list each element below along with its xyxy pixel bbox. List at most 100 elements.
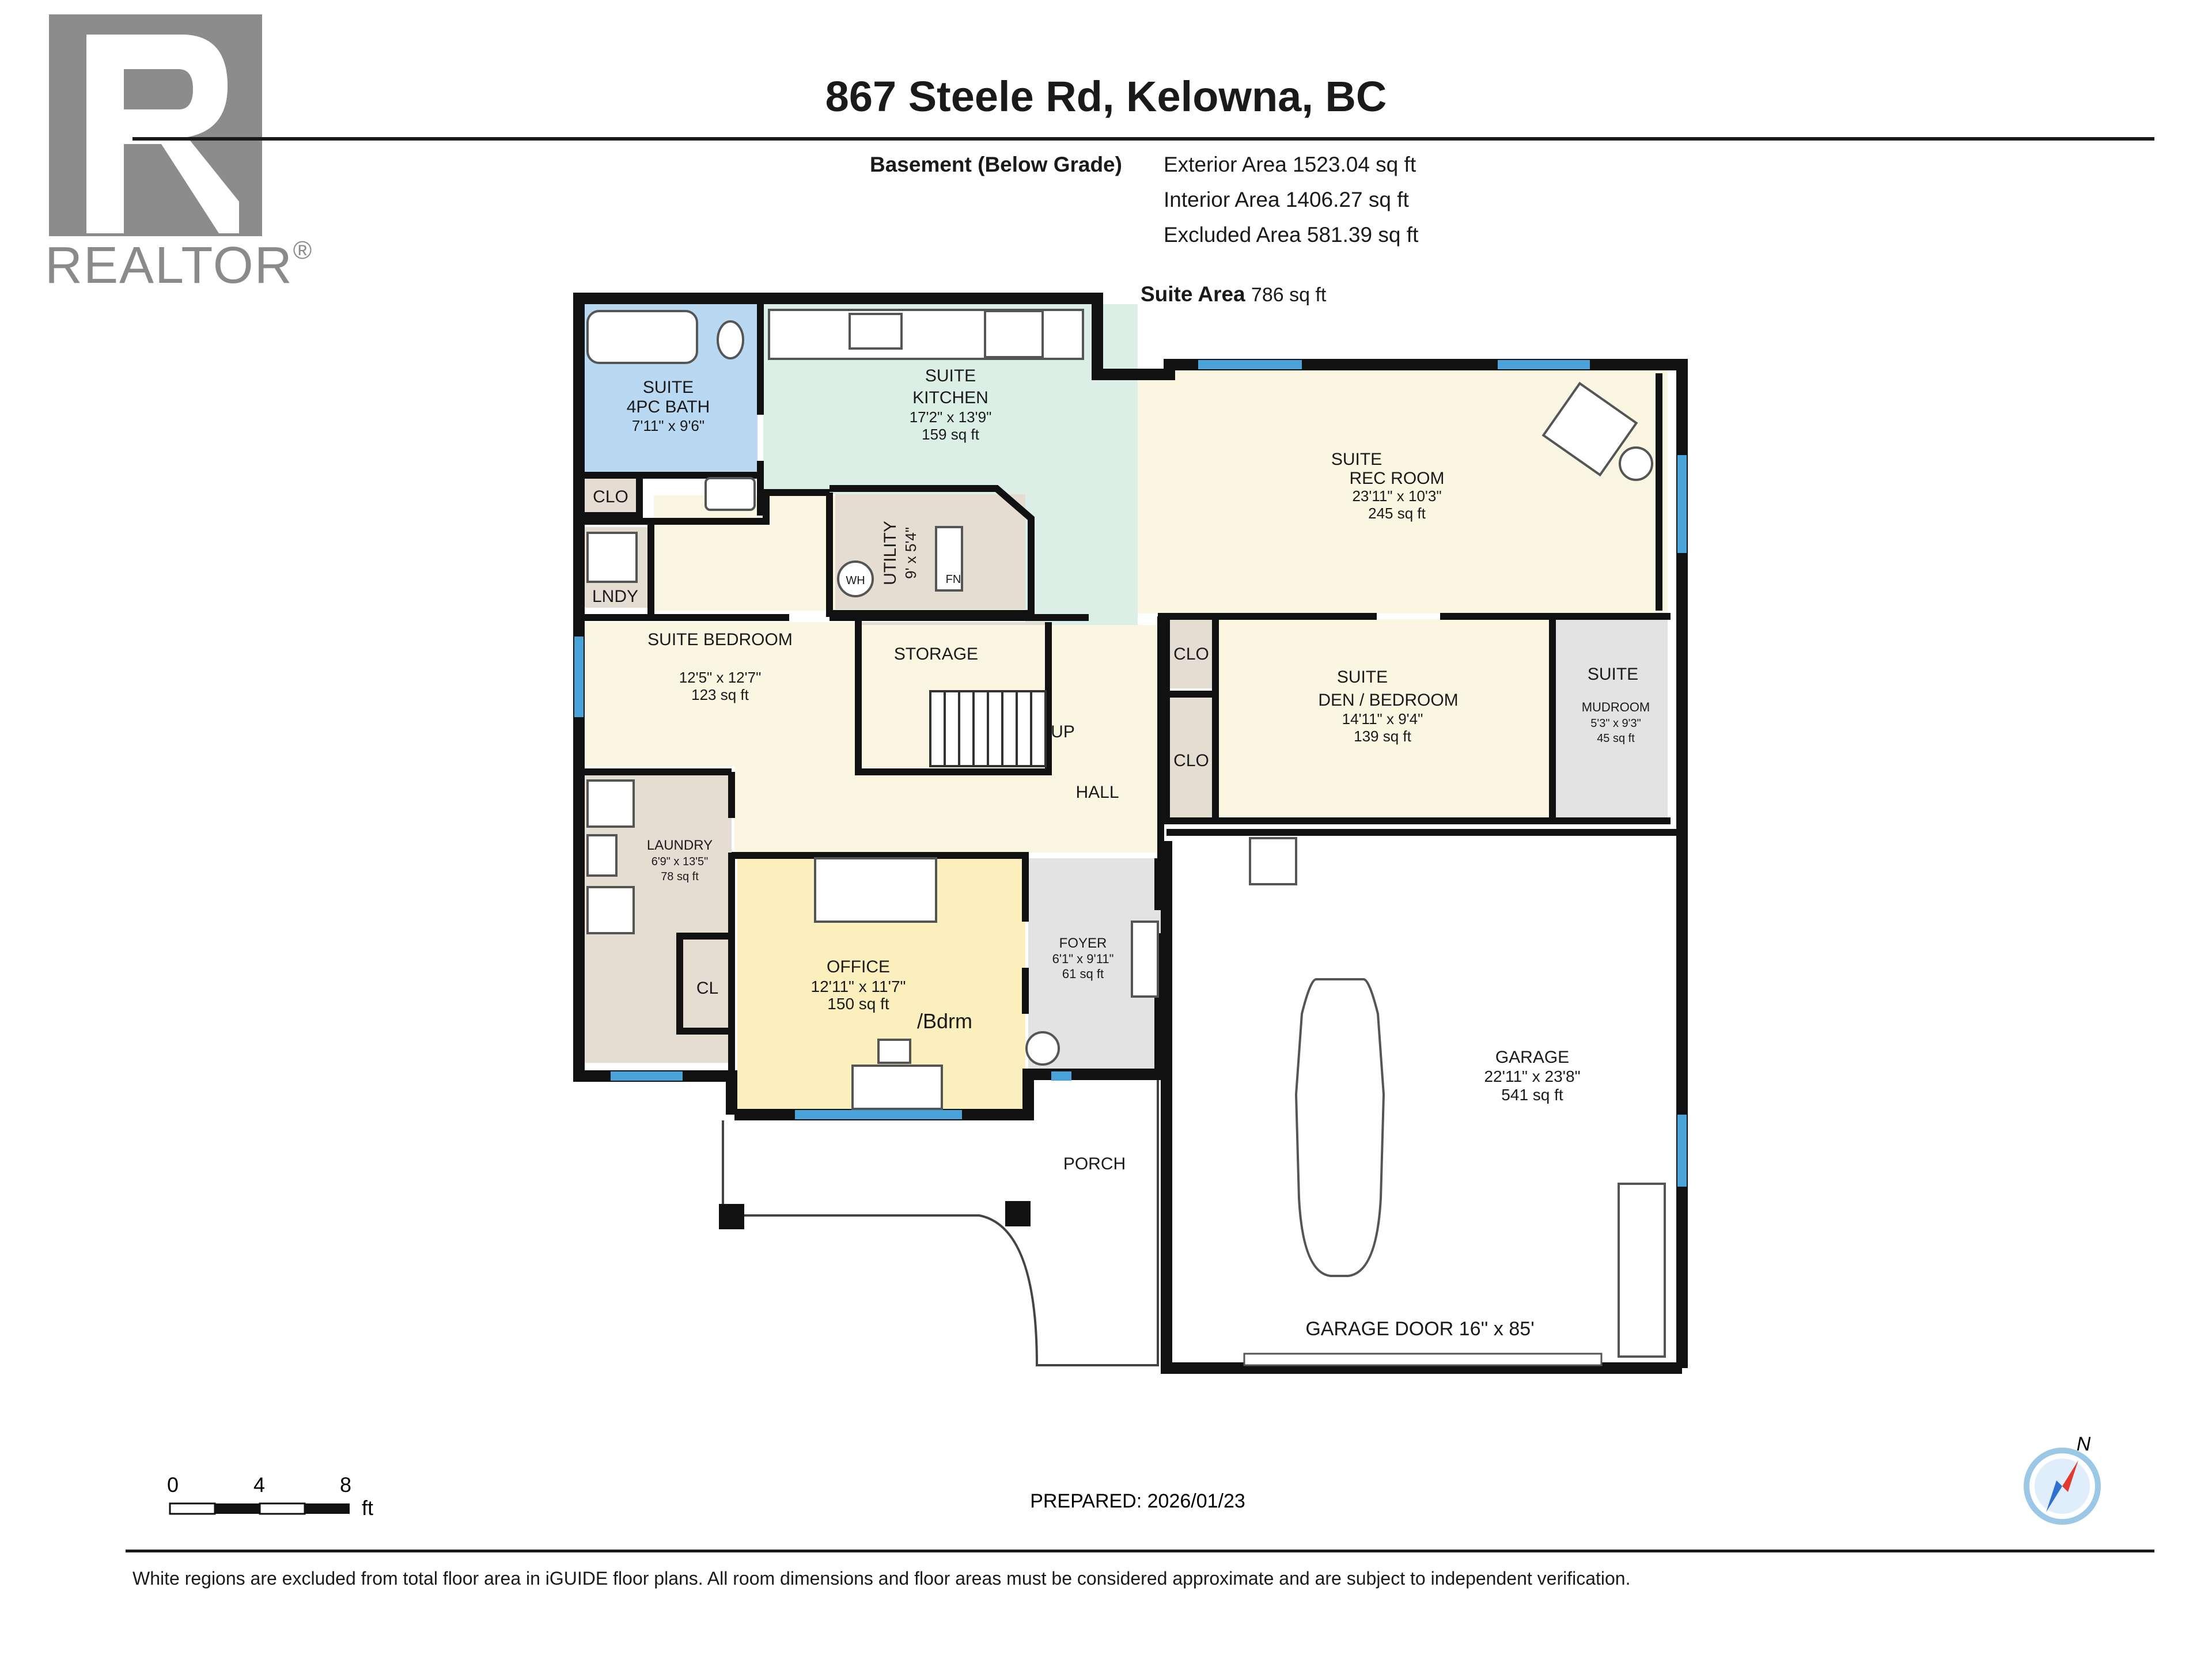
porch-label: PORCH	[1063, 1154, 1126, 1173]
office-area: 150 sq ft	[827, 995, 889, 1013]
rec-label-2: REC ROOM	[1350, 469, 1445, 488]
garage-label: GARAGE	[1495, 1048, 1569, 1067]
scale-tick-4: 4	[253, 1473, 265, 1497]
hallnook-fill	[654, 495, 838, 611]
lndy-label: LNDY	[592, 587, 638, 606]
bath-dims: 7'11" x 9'6"	[632, 417, 704, 434]
rec-chair	[1541, 381, 1638, 477]
bedroom-dims: 12'5" x 12'7"	[679, 669, 762, 686]
excluded-area: Excluded Area 581.39 sq ft	[1164, 223, 1419, 247]
garage-car	[1294, 978, 1385, 1277]
scale-unit: ft	[362, 1496, 373, 1520]
foyer-bench	[1131, 921, 1159, 998]
clo1-label: CLO	[593, 487, 628, 506]
laundry-label: LAUNDRY	[647, 838, 713, 853]
compass-north: N	[2077, 1433, 2091, 1455]
wall-hall-right	[1154, 616, 1164, 1077]
realtor-r-logo	[49, 14, 262, 236]
laundry-washer	[586, 779, 635, 828]
rec-label-1: SUITE	[1331, 450, 1382, 469]
garage-shelf	[1618, 1183, 1666, 1358]
exterior-wall-main	[573, 293, 1688, 1368]
mudroom-area: 45 sq ft	[1597, 732, 1635, 745]
compass-icon: N	[2024, 1433, 2101, 1525]
scale-seg-1	[169, 1502, 216, 1515]
office-alt-label: /Bdrm	[917, 1009, 972, 1033]
realtor-wordmark: REALTOR®	[45, 236, 313, 296]
porch-outline	[722, 1080, 1159, 1366]
mudroom-label-1: SUITE	[1588, 665, 1638, 684]
den-area: 139 sq ft	[1354, 728, 1412, 745]
office-desk	[851, 1065, 943, 1110]
footer-rule	[126, 1550, 2154, 1552]
fn-label: FN	[946, 573, 961, 586]
suite-area-label: Suite Area	[1141, 282, 1245, 306]
hall-label: HALL	[1075, 783, 1119, 802]
registered-mark: ®	[293, 236, 313, 264]
scale-seg-4	[305, 1503, 350, 1514]
cl-label: CL	[696, 979, 718, 998]
exterior-area: Exterior Area 1523.04 sq ft	[1164, 153, 1416, 176]
stair-treads	[944, 691, 1032, 766]
mudroom-dims: 5'3" x 9'3"	[1590, 717, 1641, 730]
foyer-fixture	[1025, 1031, 1060, 1066]
utility-dims: 9' x 5'4"	[902, 527, 919, 579]
garage-step	[1249, 837, 1297, 885]
kitchen-area: 159 sq ft	[922, 426, 980, 443]
clo2-fill	[1169, 619, 1215, 688]
rec-area: 245 sq ft	[1368, 505, 1426, 522]
wall-clo-den	[1163, 619, 1219, 824]
garage-area: 541 sq ft	[1501, 1086, 1563, 1104]
scale-bar: 0 4 8 ft	[167, 1473, 373, 1520]
rec-dims: 23'11" x 10'3"	[1352, 487, 1441, 505]
interior-area: Interior Area 1406.27 sq ft	[1164, 188, 1409, 211]
mudroom-fill	[1555, 619, 1668, 821]
scale-tick-0: 0	[167, 1473, 179, 1497]
rec-lamp	[1619, 446, 1653, 481]
wall-garage-bottom	[1161, 841, 1682, 1374]
wall-den-mud	[1215, 616, 1671, 824]
office-label: OFFICE	[827, 957, 890, 976]
laundry-dims: 6'9" x 13'5"	[652, 855, 709, 868]
clo2-label: CLO	[1173, 645, 1209, 664]
wall-cl	[676, 933, 732, 1035]
garage-door-label: GARAGE DOOR 16'' x 85'	[1305, 1318, 1534, 1340]
garage-dims: 22'11" x 23'8"	[1484, 1067, 1580, 1085]
suite-area: Suite Area 786 sq ft	[1141, 282, 1326, 306]
bath-sink	[704, 477, 756, 511]
up-label: UP	[1051, 722, 1075, 741]
scale-tick-8: 8	[340, 1473, 351, 1497]
toilet	[717, 320, 744, 359]
floor-label: Basement (Below Grade)	[870, 153, 1122, 176]
kitchen-label-2: KITCHEN	[912, 388, 988, 407]
den-label-1: SUITE	[1337, 668, 1388, 687]
foyer-area: 61 sq ft	[1062, 967, 1104, 981]
page-title: 867 Steele Rd, Kelowna, BC	[825, 73, 1387, 120]
clo1-fill	[585, 475, 639, 516]
kitchen-lower-fill	[1025, 490, 1138, 625]
wh-label: WH	[846, 574, 865, 587]
water-heater	[837, 560, 874, 597]
den-fill	[1218, 619, 1550, 821]
storage-label: STORAGE	[894, 645, 978, 664]
kitchen-sink	[849, 313, 903, 350]
kitchen-label-1: SUITE	[925, 366, 976, 385]
laundry-sink	[586, 834, 618, 877]
scale-seg-2	[215, 1503, 260, 1514]
den-label-2: DEN / BEDROOM	[1318, 691, 1458, 710]
office-sofa	[814, 857, 937, 923]
bedroom-area: 123 sq ft	[691, 686, 749, 703]
wall-utility	[826, 485, 1035, 617]
clo3-fill	[1169, 697, 1215, 818]
realtor-brand-text: REALTOR	[45, 237, 293, 294]
porch-post-right	[1005, 1201, 1031, 1226]
utility-label: UTILITY	[881, 521, 900, 585]
wall-office-top	[732, 852, 1029, 1014]
office-dims: 12'11" x 11'7"	[811, 978, 906, 995]
stove	[984, 310, 1044, 358]
garage-door-line	[1243, 1353, 1603, 1366]
foyer-label: FOYER	[1059, 935, 1107, 951]
wall-clo1	[579, 475, 643, 519]
bedroom-label: SUITE BEDROOM	[647, 630, 793, 649]
